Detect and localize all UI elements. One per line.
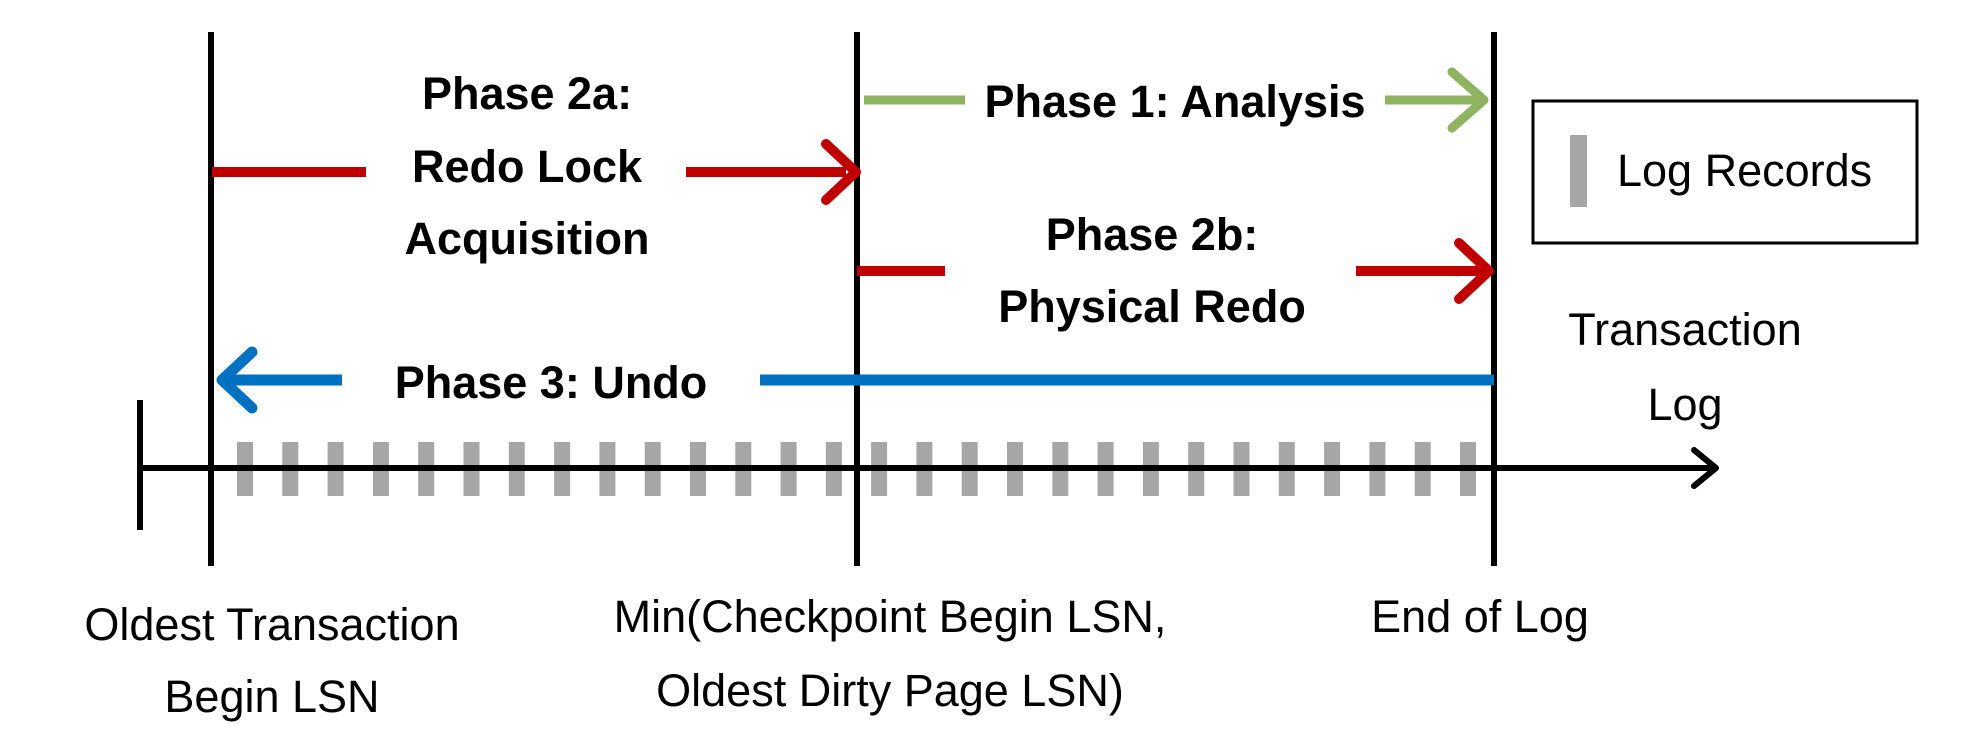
oldest-transaction-label-line2: Begin LSN — [164, 671, 379, 722]
phase2a-label-line2: Redo Lock — [412, 141, 643, 192]
phase1-label: Phase 1: Analysis — [984, 76, 1365, 127]
phase2a-label-line3: Acquisition — [405, 213, 650, 264]
legend-box: Log Records — [1531, 99, 1919, 245]
min-checkpoint-label-line2: Oldest Dirty Page LSN) — [656, 665, 1124, 716]
phase2a-arrow — [212, 139, 861, 205]
oldest-transaction-label-line1: Oldest Transaction — [84, 599, 459, 650]
phase2b-label-line2: Physical Redo — [998, 281, 1306, 332]
transaction-log-axis-arrowhead — [1691, 447, 1719, 489]
legend-label: Log Records — [1617, 145, 1872, 196]
log-record-swatch-icon — [1570, 135, 1587, 207]
min-checkpoint-label-line1: Min(Checkpoint Begin LSN, — [614, 591, 1167, 642]
phase3-arrow — [216, 346, 1494, 414]
end-of-log-label: End of Log — [1371, 591, 1589, 642]
transaction-log-label-line2: Log — [1647, 379, 1722, 430]
phase2b-arrow — [857, 238, 1494, 304]
transaction-log-label-line1: Transaction — [1568, 304, 1801, 355]
phase1-arrow — [864, 67, 1489, 133]
phase2b-label-line1: Phase 2b: — [1046, 209, 1259, 260]
phase2a-label-line1: Phase 2a: — [422, 68, 632, 119]
phase3-label: Phase 3: Undo — [395, 357, 708, 408]
